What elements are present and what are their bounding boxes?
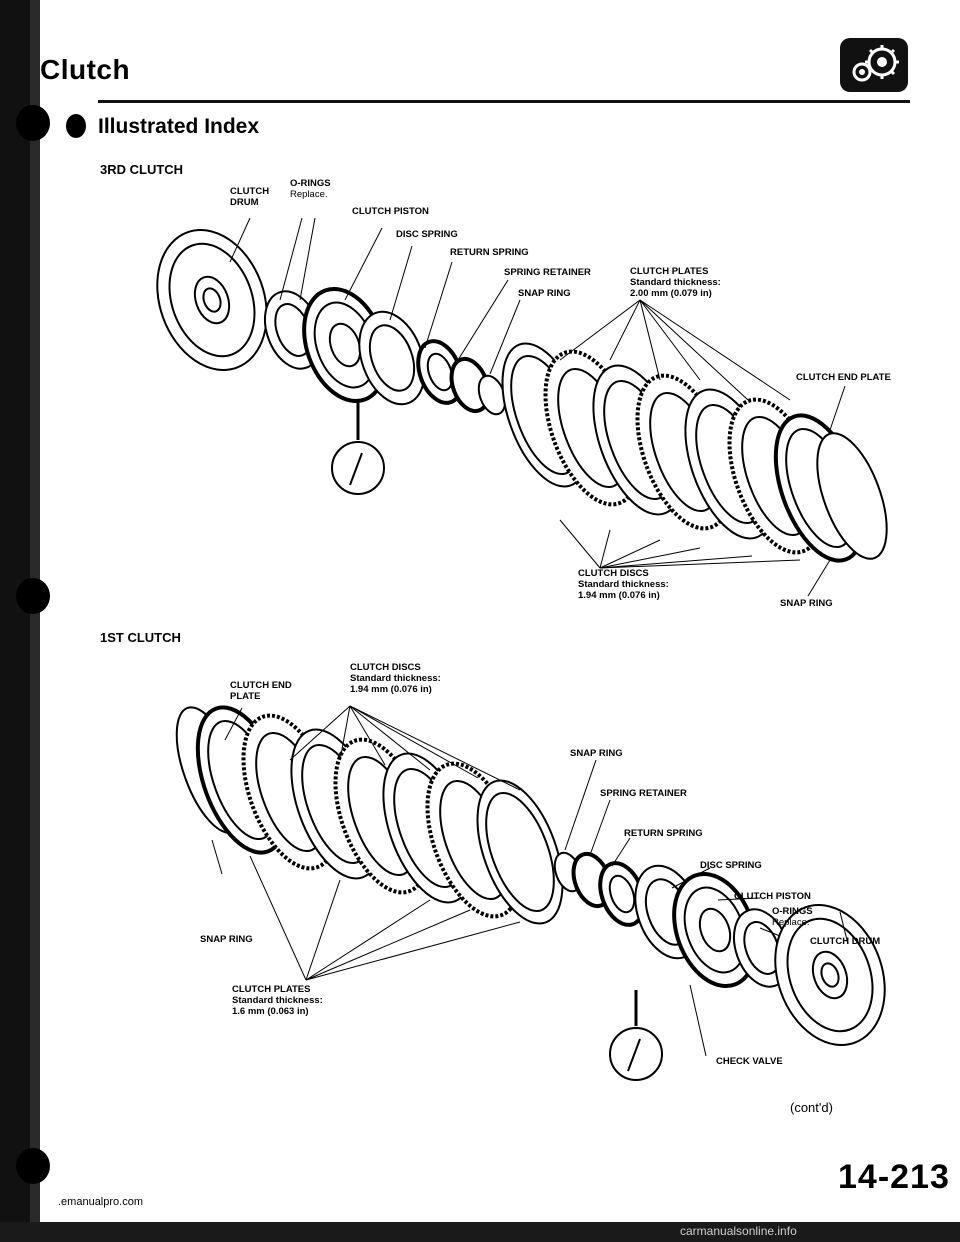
footer-bar [0, 1222, 960, 1242]
first-check-valve [609, 1027, 663, 1081]
title-rule [98, 100, 910, 103]
first-drum-label: CLUTCH DRUM [810, 936, 881, 947]
third-end-plate-label: CLUTCH END PLATE [796, 372, 891, 383]
first-return-spring-label: RETURN SPRING [624, 828, 703, 839]
gear-drive-icon [840, 38, 908, 92]
third-piston-label: CLUTCH PISTON [352, 206, 429, 217]
binder-hole-2 [16, 578, 50, 614]
third-snap-ring-top-label: SNAP RING [518, 288, 571, 299]
footer-url: .emanualpro.com [58, 1196, 143, 1208]
first-disc-spring-label: DISC SPRING [700, 860, 762, 871]
binder-hole-3 [16, 1148, 50, 1184]
first-clutch-drum [774, 904, 886, 1046]
section-title: Illustrated Index [98, 115, 260, 138]
first-check-valve-label: CHECK VALVE [716, 1056, 783, 1067]
third-check-valve [331, 441, 385, 495]
third-disc-spring-label: DISC SPRING [396, 229, 458, 240]
section-bullet [66, 114, 86, 138]
binding-strip [0, 0, 30, 1242]
footer-watermark: carmanualsonline.info [680, 1224, 797, 1238]
third-snap-ring-bottom-label: SNAP RING [780, 598, 833, 609]
third-clutch-drum [156, 229, 268, 371]
binding-strip-inner [30, 0, 40, 1242]
first-piston-label: CLUTCH PISTON [734, 891, 811, 902]
first-return-spring [598, 861, 646, 927]
third-clutch-title: 3RD CLUTCH [100, 162, 184, 177]
third-spring-retainer-label: SPRING RETAINER [504, 267, 591, 278]
page-number: 14-213 [838, 1158, 950, 1196]
continued-note: (cont'd) [790, 1100, 833, 1115]
first-clutch-pack [175, 705, 564, 925]
third-clutch-pack [501, 342, 888, 563]
first-spring-retainer-label: SPRING RETAINER [600, 788, 687, 799]
binder-hole-1 [16, 105, 50, 141]
page-title: Clutch [40, 54, 131, 85]
first-clutch-piston [672, 871, 758, 989]
first-clutch-title: 1ST CLUTCH [100, 630, 181, 645]
first-snap-ring-top-label: SNAP RING [570, 748, 623, 759]
third-return-spring-label: RETURN SPRING [450, 247, 529, 258]
first-snap-ring-left-label: SNAP RING [200, 934, 253, 945]
